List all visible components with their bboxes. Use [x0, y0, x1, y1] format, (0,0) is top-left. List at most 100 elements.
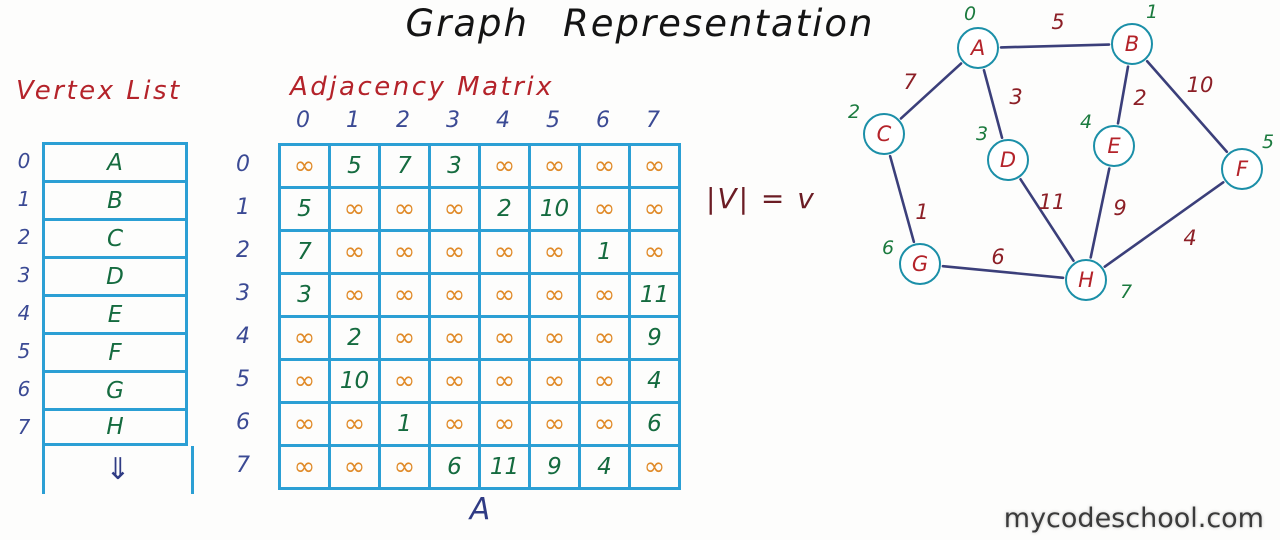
edge-weight-label: 2: [1133, 86, 1147, 110]
edge-weight-label: 3: [1009, 85, 1023, 109]
graph-node-index: 6: [881, 237, 895, 259]
edge-weight-label: 1: [915, 200, 929, 224]
graph-node-h[interactable]: H: [1065, 259, 1107, 301]
vertex-index: 4: [17, 301, 31, 325]
matrix-cell: 1: [581, 232, 631, 275]
matrix-cell: ∞: [631, 189, 681, 232]
vertex-index: 3: [17, 263, 31, 287]
matrix-cell: 11: [481, 447, 531, 490]
matrix-row-header: 0: [236, 152, 250, 177]
graph-node-index: 4: [1079, 111, 1093, 133]
edge-weight-label: 9: [1113, 196, 1127, 220]
matrix-col-header: 0: [296, 108, 310, 133]
adjacency-matrix-heading: Adjacency Matrix: [290, 72, 555, 102]
graph-edges-svg: [888, 43, 1229, 280]
list-item: B: [42, 180, 188, 218]
title-word-graph: Graph: [405, 2, 529, 45]
matrix-cell: 10: [531, 189, 581, 232]
graph-node-index: 1: [1145, 1, 1159, 23]
graph-edge: [1103, 181, 1225, 268]
matrix-cell: ∞: [581, 146, 631, 189]
vertex-list-heading: Vertex List: [16, 76, 182, 106]
graph-edge: [888, 154, 916, 244]
vertex-index: 6: [17, 377, 31, 401]
matrix-cell: ∞: [431, 275, 481, 318]
matrix-cell: 7: [281, 232, 331, 275]
matrix-cell: ∞: [581, 318, 631, 361]
matrix-cell: ∞: [431, 404, 481, 447]
vertex-count-note: |V| = v: [706, 182, 816, 215]
vertex-index: 5: [17, 339, 31, 363]
matrix-cell: ∞: [431, 318, 481, 361]
matrix-col-header: 2: [396, 108, 410, 133]
matrix-cell: ∞: [331, 189, 381, 232]
matrix-cell: 5: [281, 189, 331, 232]
matrix-row-header: 3: [236, 281, 250, 306]
matrix-column-headers: 0 1 2 3 4 5 6 7: [278, 108, 678, 133]
matrix-row-header: 4: [236, 324, 250, 349]
graph-edge: [999, 43, 1111, 49]
matrix-cell: 9: [531, 447, 581, 490]
title-word-representation: Representation: [563, 2, 875, 45]
graph-node-f[interactable]: F: [1221, 148, 1263, 190]
matrix-cell: ∞: [581, 361, 631, 404]
matrix-cell: ∞: [481, 146, 531, 189]
matrix-cell: ∞: [531, 318, 581, 361]
list-item: F: [42, 332, 188, 370]
matrix-col-header: 4: [496, 108, 510, 133]
watermark: mycodeschool.com: [1003, 503, 1264, 534]
table-row: 7∞∞∞∞∞1∞: [281, 232, 681, 275]
matrix-cell: 3: [431, 146, 481, 189]
matrix-cell: ∞: [481, 232, 531, 275]
matrix-cell: 11: [631, 275, 681, 318]
matrix-row-header: 6: [236, 410, 250, 435]
edge-weight-label: 5: [1051, 10, 1065, 34]
list-item: E: [42, 294, 188, 332]
matrix-cell: 5: [331, 146, 381, 189]
list-item: G: [42, 370, 188, 408]
graph-node-a[interactable]: A: [957, 27, 999, 69]
matrix-cell: ∞: [331, 404, 381, 447]
graph-edge: [1145, 59, 1229, 154]
table-row: ∞∞1∞∞∞∞6: [281, 404, 681, 447]
matrix-row-header: 2: [236, 238, 250, 263]
vertex-index: 2: [17, 225, 31, 249]
matrix-cell: 4: [631, 361, 681, 404]
matrix-cell: ∞: [631, 447, 681, 490]
graph-node-c[interactable]: C: [863, 113, 905, 155]
matrix-cell: ∞: [581, 404, 631, 447]
list-item: C: [42, 218, 188, 256]
edge-weight-label: 7: [903, 70, 917, 94]
matrix-cell: 1: [381, 404, 431, 447]
matrix-row-header: 7: [236, 453, 250, 478]
graph-node-index: 3: [975, 123, 989, 145]
matrix-cell: ∞: [481, 404, 531, 447]
matrix-cell: ∞: [331, 447, 381, 490]
graph-node-g[interactable]: G: [899, 243, 941, 285]
graph-edge: [941, 264, 1065, 280]
graph-node-index: 0: [963, 3, 977, 25]
matrix-cell: ∞: [531, 275, 581, 318]
graph-edge: [1089, 167, 1111, 259]
list-item: D: [42, 256, 188, 294]
graph-node-e[interactable]: E: [1093, 125, 1135, 167]
matrix-cell: ∞: [281, 447, 331, 490]
graph-node-d[interactable]: D: [987, 139, 1029, 181]
matrix-cell: ∞: [381, 189, 431, 232]
matrix-cell: ∞: [281, 318, 331, 361]
matrix-cell: 6: [431, 447, 481, 490]
table-row: ∞2∞∞∞∞∞9: [281, 318, 681, 361]
graph-node-b[interactable]: B: [1111, 23, 1153, 65]
matrix-col-header: 7: [646, 108, 660, 133]
matrix-cell: 3: [281, 275, 331, 318]
graph-node-index: 7: [1119, 281, 1133, 303]
table-row: 3∞∞∞∞∞∞11: [281, 275, 681, 318]
vertex-index: 1: [17, 187, 31, 211]
matrix-col-header: 1: [346, 108, 360, 133]
down-arrow-icon: ⇓: [42, 446, 194, 494]
vertex-list-table: A B C D E F G H: [42, 142, 188, 446]
vertex-index: 7: [17, 415, 31, 439]
matrix-cell: ∞: [281, 404, 331, 447]
